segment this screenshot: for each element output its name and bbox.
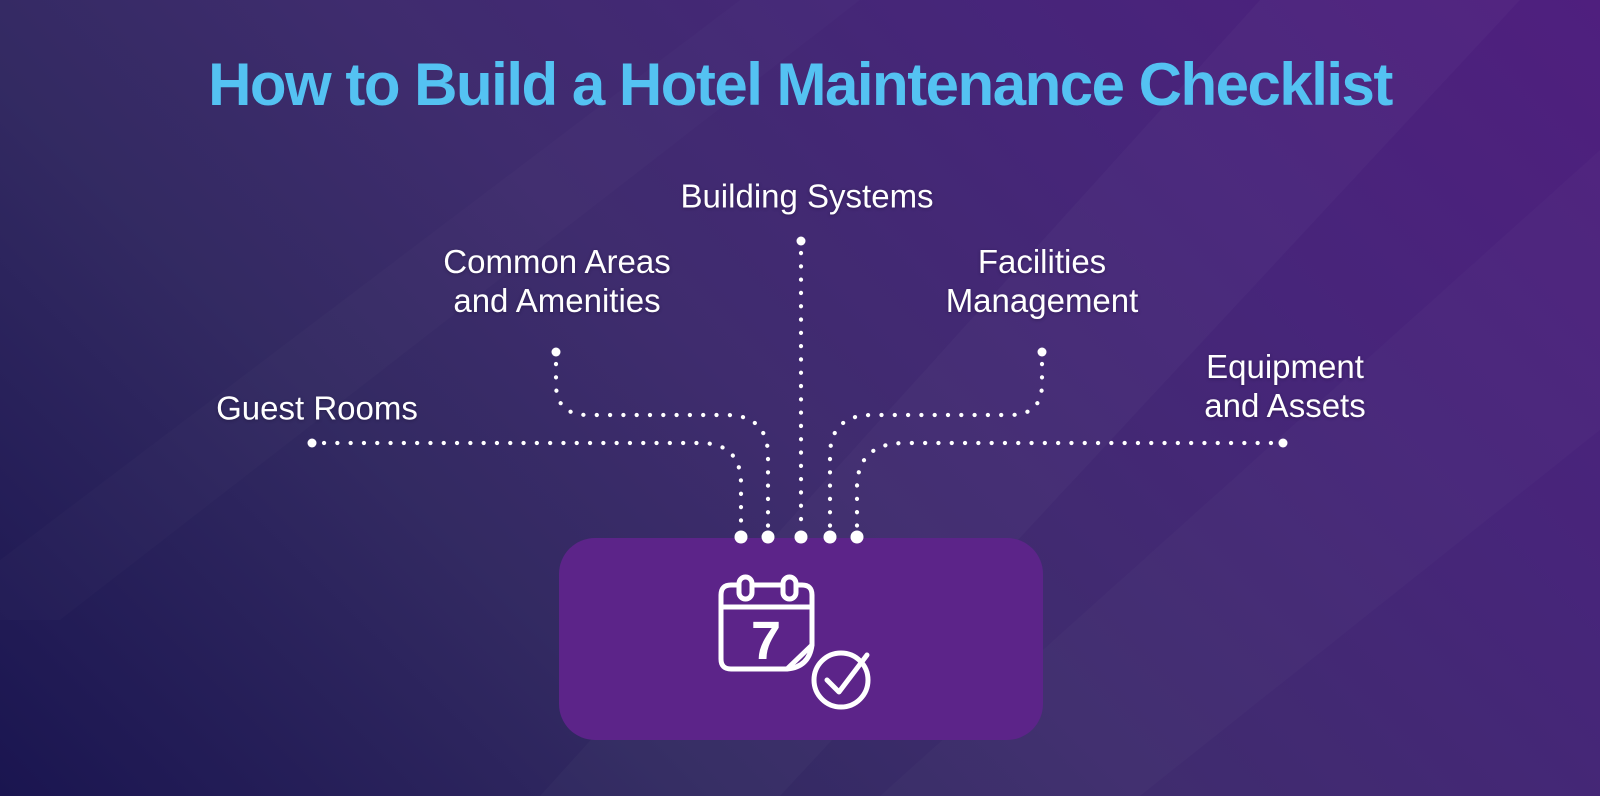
start-dot-building-systems: [796, 236, 806, 246]
calendar-body: [718, 582, 815, 671]
page-title: How to Build a Hotel Maintenance Checkli…: [208, 51, 1393, 118]
start-dot-equipment-assets: [1278, 438, 1288, 448]
label-line: Equipment: [1206, 348, 1364, 385]
label-line: Guest Rooms: [216, 389, 418, 427]
checklist-card: 7: [559, 538, 1043, 740]
node-label-facilities-management: Facilities Management: [946, 242, 1139, 320]
connector-equipment-assets: [854, 440, 1274, 529]
label-line: and Assets: [1204, 387, 1366, 424]
label-line: and Amenities: [453, 282, 661, 319]
check-circle: [811, 650, 871, 709]
label-line: Management: [945, 282, 1139, 319]
label-line: Building Systems: [680, 177, 934, 215]
connector-common-areas: [553, 361, 771, 529]
connector-facilities-management: [827, 361, 1045, 529]
calendar-check-icon: 7: [718, 574, 871, 709]
calendar-ring: [780, 574, 799, 601]
label-line: Common Areas: [443, 243, 671, 280]
check-mark: [824, 652, 870, 694]
calendar-ring: [736, 574, 755, 601]
node-label-building-systems: Building Systems: [680, 177, 933, 216]
node-label-equipment-assets: Equipment and Assets: [1204, 347, 1365, 425]
start-dot-facilities-management: [1037, 347, 1047, 357]
calendar-fold: [784, 642, 815, 671]
label-line: Facilities: [977, 243, 1107, 280]
start-dot-guest-rooms: [307, 438, 317, 448]
calendar-day-number: 7: [751, 611, 781, 671]
start-dot-common-areas: [551, 347, 561, 357]
node-label-common-areas: Common Areas and Amenities: [443, 242, 670, 320]
node-label-guest-rooms: Guest Rooms: [216, 389, 418, 428]
connector-guest-rooms: [321, 440, 744, 529]
